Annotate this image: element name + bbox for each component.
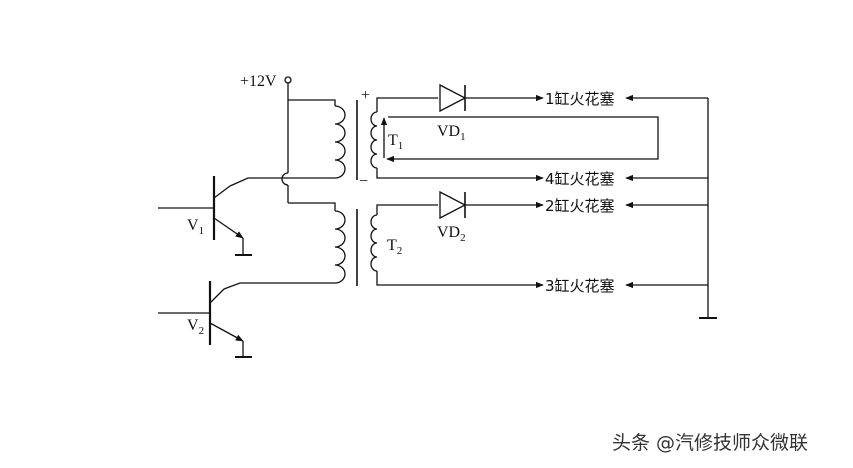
current-path-loop xyxy=(386,116,659,163)
t1-primary-to-v1 xyxy=(229,177,335,187)
vd1-label: VD1 xyxy=(437,123,466,143)
v2-collector xyxy=(209,288,225,304)
v2-emitter xyxy=(209,322,244,342)
v1-label: V1 xyxy=(187,217,204,237)
v1-emitter xyxy=(213,217,244,239)
t2-secondary-coil xyxy=(370,214,378,272)
supply-label: +12V xyxy=(240,73,277,90)
t2-label: T2 xyxy=(387,237,402,257)
t2-primary-to-v2 xyxy=(223,282,335,290)
t1-label: T1 xyxy=(388,132,403,152)
supply-rail-crossover xyxy=(281,172,289,186)
t2-secondary-top-wire xyxy=(376,204,438,215)
plug-label-1: 1缸火花塞 xyxy=(545,90,615,108)
t2-primary-coil xyxy=(334,210,346,284)
t1-secondary-bottom-wire xyxy=(376,168,544,182)
supply-terminal xyxy=(284,76,292,84)
vd2-label: VD2 xyxy=(437,224,466,244)
t2-primary-wiring xyxy=(288,202,336,211)
plus-sign: + xyxy=(361,87,370,104)
t1-secondary-coil xyxy=(370,111,378,169)
minus-sign: − xyxy=(359,173,368,190)
t2-secondary-bottom-wire xyxy=(376,271,544,289)
t1-primary-coil xyxy=(334,105,346,179)
vd2-diode-body xyxy=(439,190,467,220)
v2-label: V2 xyxy=(187,317,204,337)
plug-label-4: 4缸火花塞 xyxy=(545,170,615,188)
t1-secondary-top-wire xyxy=(376,97,438,112)
plug-label-2: 2缸火花塞 xyxy=(545,197,615,215)
t1-primary-wiring xyxy=(288,99,336,106)
plug-label-3: 3缸火花塞 xyxy=(545,277,615,295)
vd1-diode-body xyxy=(439,83,467,113)
watermark: 头条 @汽修技师众微联 xyxy=(612,432,809,454)
v1-collector xyxy=(213,185,231,199)
